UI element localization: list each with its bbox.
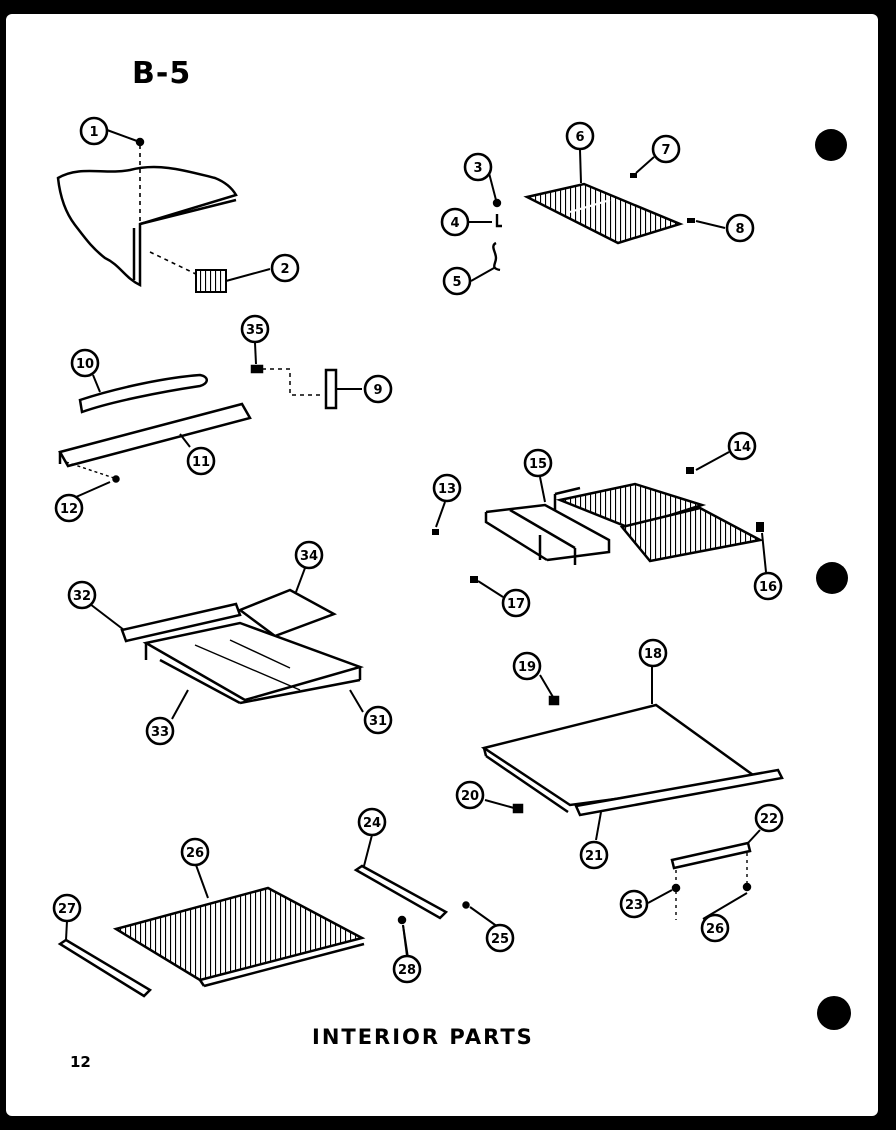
svg-text:19: 19 [518, 660, 536, 675]
page-number: 12 [70, 1053, 91, 1071]
svg-text:1: 1 [89, 125, 98, 140]
part-cabinet-corner [56, 137, 238, 287]
callout-27: 27 [52, 893, 82, 923]
callout-19: 19 [512, 651, 542, 681]
callout-16: 16 [753, 571, 783, 601]
callout-7: 7 [651, 134, 681, 164]
callout-8: 8 [725, 213, 755, 243]
svg-text:24: 24 [363, 816, 381, 831]
callout-5: 5 [442, 266, 472, 296]
callout-32: 32 [67, 580, 97, 610]
svg-text:22: 22 [760, 812, 778, 827]
callout-28-lower: 28 [392, 954, 422, 984]
svg-text:20: 20 [461, 789, 479, 804]
svg-text:27: 27 [58, 902, 76, 917]
callout-23: 23 [619, 889, 649, 919]
svg-text:7: 7 [661, 143, 670, 158]
callout-15: 15 [523, 448, 553, 478]
svg-text:6: 6 [575, 130, 584, 145]
callout-25: 25 [485, 923, 515, 953]
svg-text:8: 8 [735, 222, 744, 237]
svg-text:32: 32 [73, 589, 91, 604]
svg-text:14: 14 [733, 440, 751, 455]
callout-34: 34 [294, 540, 324, 570]
callout-26-support: 26 [700, 913, 730, 943]
diagram-caption: INTERIOR PARTS [312, 1025, 534, 1049]
part-shelf-support-bar [670, 841, 752, 920]
svg-text:18: 18 [644, 647, 662, 662]
callout-31: 31 [363, 705, 393, 735]
part-crisper-pan [120, 588, 365, 705]
svg-text:4: 4 [450, 216, 459, 231]
svg-text:33: 33 [151, 725, 169, 740]
punch-hole-middle [816, 562, 848, 594]
svg-text:2: 2 [280, 262, 289, 277]
callout-24: 24 [357, 807, 387, 837]
callout-14: 14 [727, 431, 757, 461]
callout-leaders [65, 129, 767, 959]
callout-balloons: 1 2 3 4 5 6 7 8 9 10 11 12 13 14 15 16 1… [52, 116, 784, 984]
callout-9: 9 [363, 374, 393, 404]
callout-1: 1 [79, 116, 109, 146]
part-wire-shelf-upper [523, 182, 684, 245]
callout-2: 2 [270, 253, 300, 283]
svg-text:31: 31 [369, 714, 387, 729]
callout-11: 11 [186, 446, 216, 476]
svg-text:28: 28 [398, 963, 416, 978]
svg-text:34: 34 [300, 549, 318, 564]
callout-4: 4 [440, 207, 470, 237]
part-frame-clips [432, 467, 764, 583]
part-shelf-rail-lower [353, 864, 470, 925]
svg-text:21: 21 [585, 849, 603, 864]
svg-text:17: 17 [507, 597, 525, 612]
svg-text:35: 35 [246, 323, 264, 338]
svg-text:9: 9 [373, 383, 382, 398]
svg-text:12: 12 [60, 502, 78, 517]
svg-text:26: 26 [706, 922, 724, 937]
callout-17: 17 [501, 588, 531, 618]
callout-18: 18 [638, 638, 668, 668]
svg-text:13: 13 [438, 482, 456, 497]
callout-10: 10 [70, 348, 100, 378]
callout-20: 20 [455, 780, 485, 810]
callout-3: 3 [463, 152, 493, 182]
svg-text:15: 15 [529, 457, 547, 472]
part-shelf-frame-assembly [484, 482, 764, 565]
punch-hole-top [815, 129, 847, 161]
svg-text:10: 10 [76, 357, 94, 372]
callout-26-lower-shelf: 26 [180, 837, 210, 867]
svg-text:5: 5 [452, 275, 461, 290]
svg-text:26: 26 [186, 846, 204, 861]
callout-12: 12 [54, 493, 84, 523]
callout-22: 22 [754, 803, 784, 833]
punch-hole-bottom [817, 996, 851, 1030]
callout-33: 33 [145, 716, 175, 746]
callout-6: 6 [565, 121, 595, 151]
part-vent-grille [195, 269, 227, 293]
svg-text:3: 3 [473, 161, 482, 176]
page-title: B-5 [132, 56, 192, 91]
svg-text:16: 16 [759, 580, 777, 595]
svg-text:23: 23 [625, 898, 643, 913]
part-shelf-clips [630, 173, 695, 223]
part-shelf-rail-upper [58, 364, 338, 483]
svg-text:25: 25 [491, 932, 509, 947]
callout-21: 21 [579, 840, 609, 870]
svg-text:11: 11 [192, 455, 210, 470]
callout-35: 35 [240, 314, 270, 344]
part-glass-shelf [480, 695, 784, 817]
part-wire-shelf-lower [57, 886, 366, 998]
part-small-hardware [492, 198, 502, 272]
callout-13: 13 [432, 473, 462, 503]
